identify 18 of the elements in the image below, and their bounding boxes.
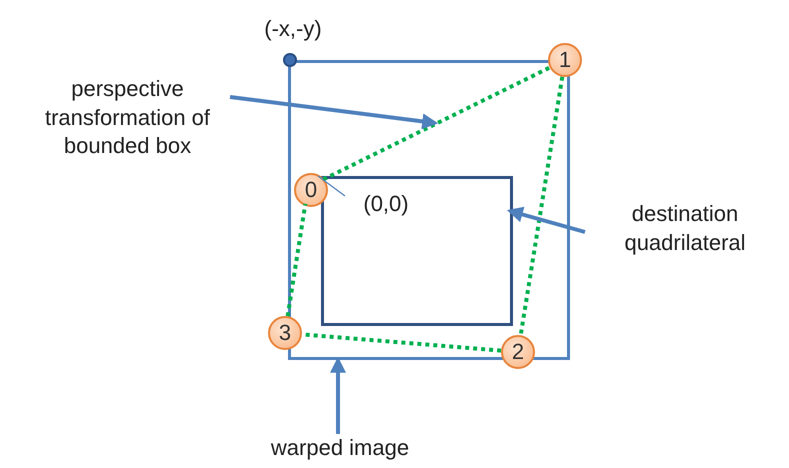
annotation-text: warped image [210,434,470,466]
leader-line [318,176,346,196]
corner-number: 1 [548,43,582,77]
corner-dot [283,53,297,67]
arrow [330,356,346,434]
corner-number: 2 [501,335,535,369]
annotation-text: destination quadrilateral [585,200,785,276]
annotation-text: perspective transformation of bounded box [25,75,230,195]
corner-number: 0 [294,173,328,207]
coordinate-label: (0,0) [351,190,421,218]
corner-number: 3 [268,316,302,350]
arrow [230,95,438,130]
coordinate-label: (-x,-y) [263,15,323,43]
dotted-line [518,76,564,336]
dotted-line [286,203,308,317]
arrow [506,206,586,234]
dotted-line [322,66,551,182]
destination-rectangle [321,176,513,326]
